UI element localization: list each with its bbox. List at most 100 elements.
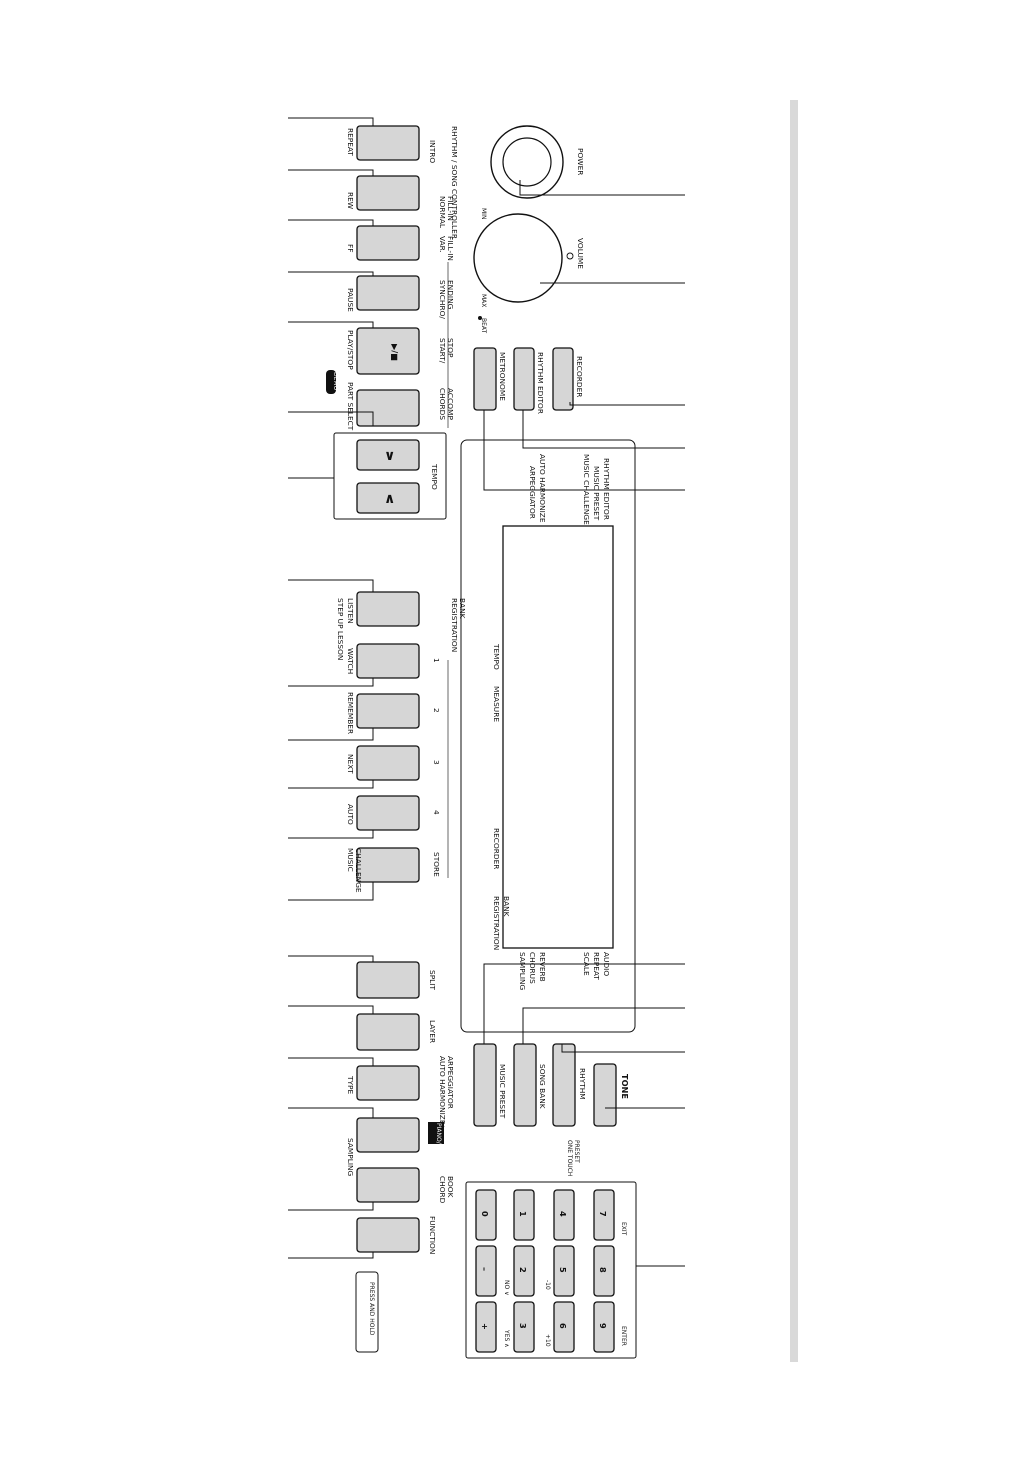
- watch-label: WATCH: [346, 648, 355, 674]
- intro-button[interactable]: [356, 125, 420, 161]
- keypad-key[interactable]: 7: [593, 1189, 615, 1241]
- display-chorus: CHORUS: [528, 952, 537, 984]
- chord-book-button[interactable]: [356, 1167, 420, 1203]
- normal-fill-label: NORMALFILL-IN: [438, 196, 455, 229]
- tempo-up-icon: ∧: [384, 491, 395, 507]
- recorder-button[interactable]: [552, 347, 574, 411]
- rhythm-editor-button[interactable]: [513, 347, 535, 411]
- keypad-key-label: 5: [558, 1267, 568, 1273]
- tempo-up-button[interactable]: [356, 482, 420, 514]
- song-bank-button[interactable]: [513, 1043, 537, 1127]
- rhythm-button[interactable]: [552, 1043, 576, 1127]
- tempo-frame: [333, 432, 447, 520]
- leader-line: [288, 219, 374, 226]
- leader-line: [288, 830, 374, 839]
- display-registration-bank: REGISTRATIONBANK: [492, 896, 511, 950]
- pause-label: PAUSE: [346, 288, 355, 312]
- layer-button[interactable]: [356, 1013, 420, 1051]
- keypad-key[interactable]: 9: [593, 1301, 615, 1353]
- var-fill-in-button[interactable]: [356, 225, 420, 261]
- keypad-key[interactable]: 8: [593, 1245, 615, 1297]
- keypad-key[interactable]: 6: [553, 1301, 575, 1353]
- registration-2-button[interactable]: [356, 693, 420, 729]
- volume-knob[interactable]: [473, 213, 574, 303]
- registration-bank-button[interactable]: [356, 591, 420, 627]
- leader-line: [288, 1252, 374, 1259]
- keypad-key-label: 0: [480, 1211, 490, 1217]
- keypad-plus10-label: +10: [544, 1334, 551, 1347]
- leader-line: [569, 402, 685, 406]
- function-button[interactable]: [356, 1217, 420, 1253]
- keypad-key[interactable]: 1: [513, 1189, 535, 1241]
- step-up-lesson-label: STEP UP LESSON: [336, 598, 345, 660]
- page-edge-strip: [790, 100, 798, 1362]
- keypad-key-label: 4: [558, 1211, 568, 1217]
- normal-fill-in-button[interactable]: [356, 175, 420, 211]
- tempo-down-button[interactable]: [356, 439, 420, 471]
- leader-line: [483, 963, 685, 1044]
- metronome-button[interactable]: [473, 347, 497, 411]
- display-tempo: TEMPO: [492, 643, 501, 670]
- registration-1-label: 1: [432, 658, 441, 663]
- song-bank-label: SONG BANK: [538, 1064, 547, 1109]
- leader-line: [522, 410, 685, 449]
- keypad-frame: [465, 1181, 637, 1359]
- tone-label: TONE: [620, 1074, 630, 1099]
- keypad-key[interactable]: 4: [553, 1189, 575, 1241]
- store-button[interactable]: [356, 847, 420, 883]
- synchro-ending-label: SYNCHRO/ENDING: [438, 280, 455, 319]
- leader-line: [288, 411, 374, 426]
- leader-line: [288, 728, 374, 741]
- var-fill-label: VAR.FILL-IN: [438, 236, 455, 261]
- keypad-key-label: 9: [598, 1323, 608, 1329]
- play-stop-icon: ▶/■: [390, 344, 400, 361]
- power-button[interactable]: [490, 125, 564, 199]
- keypad-no-label: NO ∨: [503, 1280, 510, 1296]
- display-measure: MEASURE: [492, 686, 501, 722]
- function-label: FUNCTION: [428, 1216, 437, 1254]
- registration-4-button[interactable]: [356, 795, 420, 831]
- tone-button[interactable]: [593, 1063, 617, 1127]
- piano-organ-label: PIANO/ORGAN: [435, 1123, 449, 1145]
- display-recorder: RECORDER: [492, 828, 501, 869]
- auto-harmonize-button[interactable]: [356, 1065, 420, 1101]
- leader-line: [288, 1202, 374, 1211]
- piano-organ-button[interactable]: [356, 1117, 420, 1153]
- keypad-key-label: 2: [518, 1267, 528, 1273]
- display-sampling: SAMPLING: [518, 952, 527, 991]
- keypad-key[interactable]: 2: [513, 1245, 535, 1297]
- store-label: STORE: [432, 852, 441, 877]
- keypad-key[interactable]: 3: [513, 1301, 535, 1353]
- music-preset-button[interactable]: [473, 1043, 497, 1127]
- keypad-exit-label: EXIT: [620, 1222, 627, 1236]
- keypad-key[interactable]: 5: [553, 1245, 575, 1297]
- keypad-key-label: –: [480, 1267, 490, 1271]
- registration-header: REGISTRATIONBANK: [450, 598, 467, 652]
- keypad-key[interactable]: +: [475, 1301, 497, 1353]
- display-arpeggiator: ARPEGGIATOR: [528, 466, 537, 519]
- split-button[interactable]: [356, 961, 420, 999]
- rhythm-label: RHYTHM: [578, 1068, 587, 1100]
- registration-1-button[interactable]: [356, 643, 420, 679]
- keypad-key[interactable]: –: [475, 1245, 497, 1297]
- chords-accomp-label: CHORDSACCOMP: [438, 388, 455, 420]
- keypad-key[interactable]: 0: [475, 1189, 497, 1241]
- auto-harmonize-label: AUTO HARMONIZE/ARPEGGIATOR: [438, 1056, 455, 1128]
- play-stop-label: PLAY/STOP: [346, 330, 355, 370]
- display-music-preset: MUSIC PRESET: [592, 466, 601, 521]
- keypad-key-label: 6: [558, 1323, 568, 1329]
- auto-label: AUTO: [346, 804, 355, 825]
- press-and-hold-note: [355, 1271, 379, 1353]
- registration-4-label: 4: [432, 810, 441, 815]
- registration-3-button[interactable]: [356, 745, 420, 781]
- start-stop-button[interactable]: [356, 327, 420, 375]
- rew-label: REW: [346, 192, 355, 210]
- synchro-ending-button[interactable]: [356, 275, 420, 311]
- tempo-down-icon: ∨: [384, 448, 395, 464]
- keypad-yes-label: YES ∧: [503, 1329, 510, 1348]
- tempo-label: TEMPO: [430, 463, 439, 490]
- chord-book-label: CHORDBOOK: [438, 1176, 455, 1204]
- accomp-button[interactable]: [356, 389, 420, 427]
- recorder-label: RECORDER: [575, 356, 584, 397]
- leader-line: [483, 410, 685, 491]
